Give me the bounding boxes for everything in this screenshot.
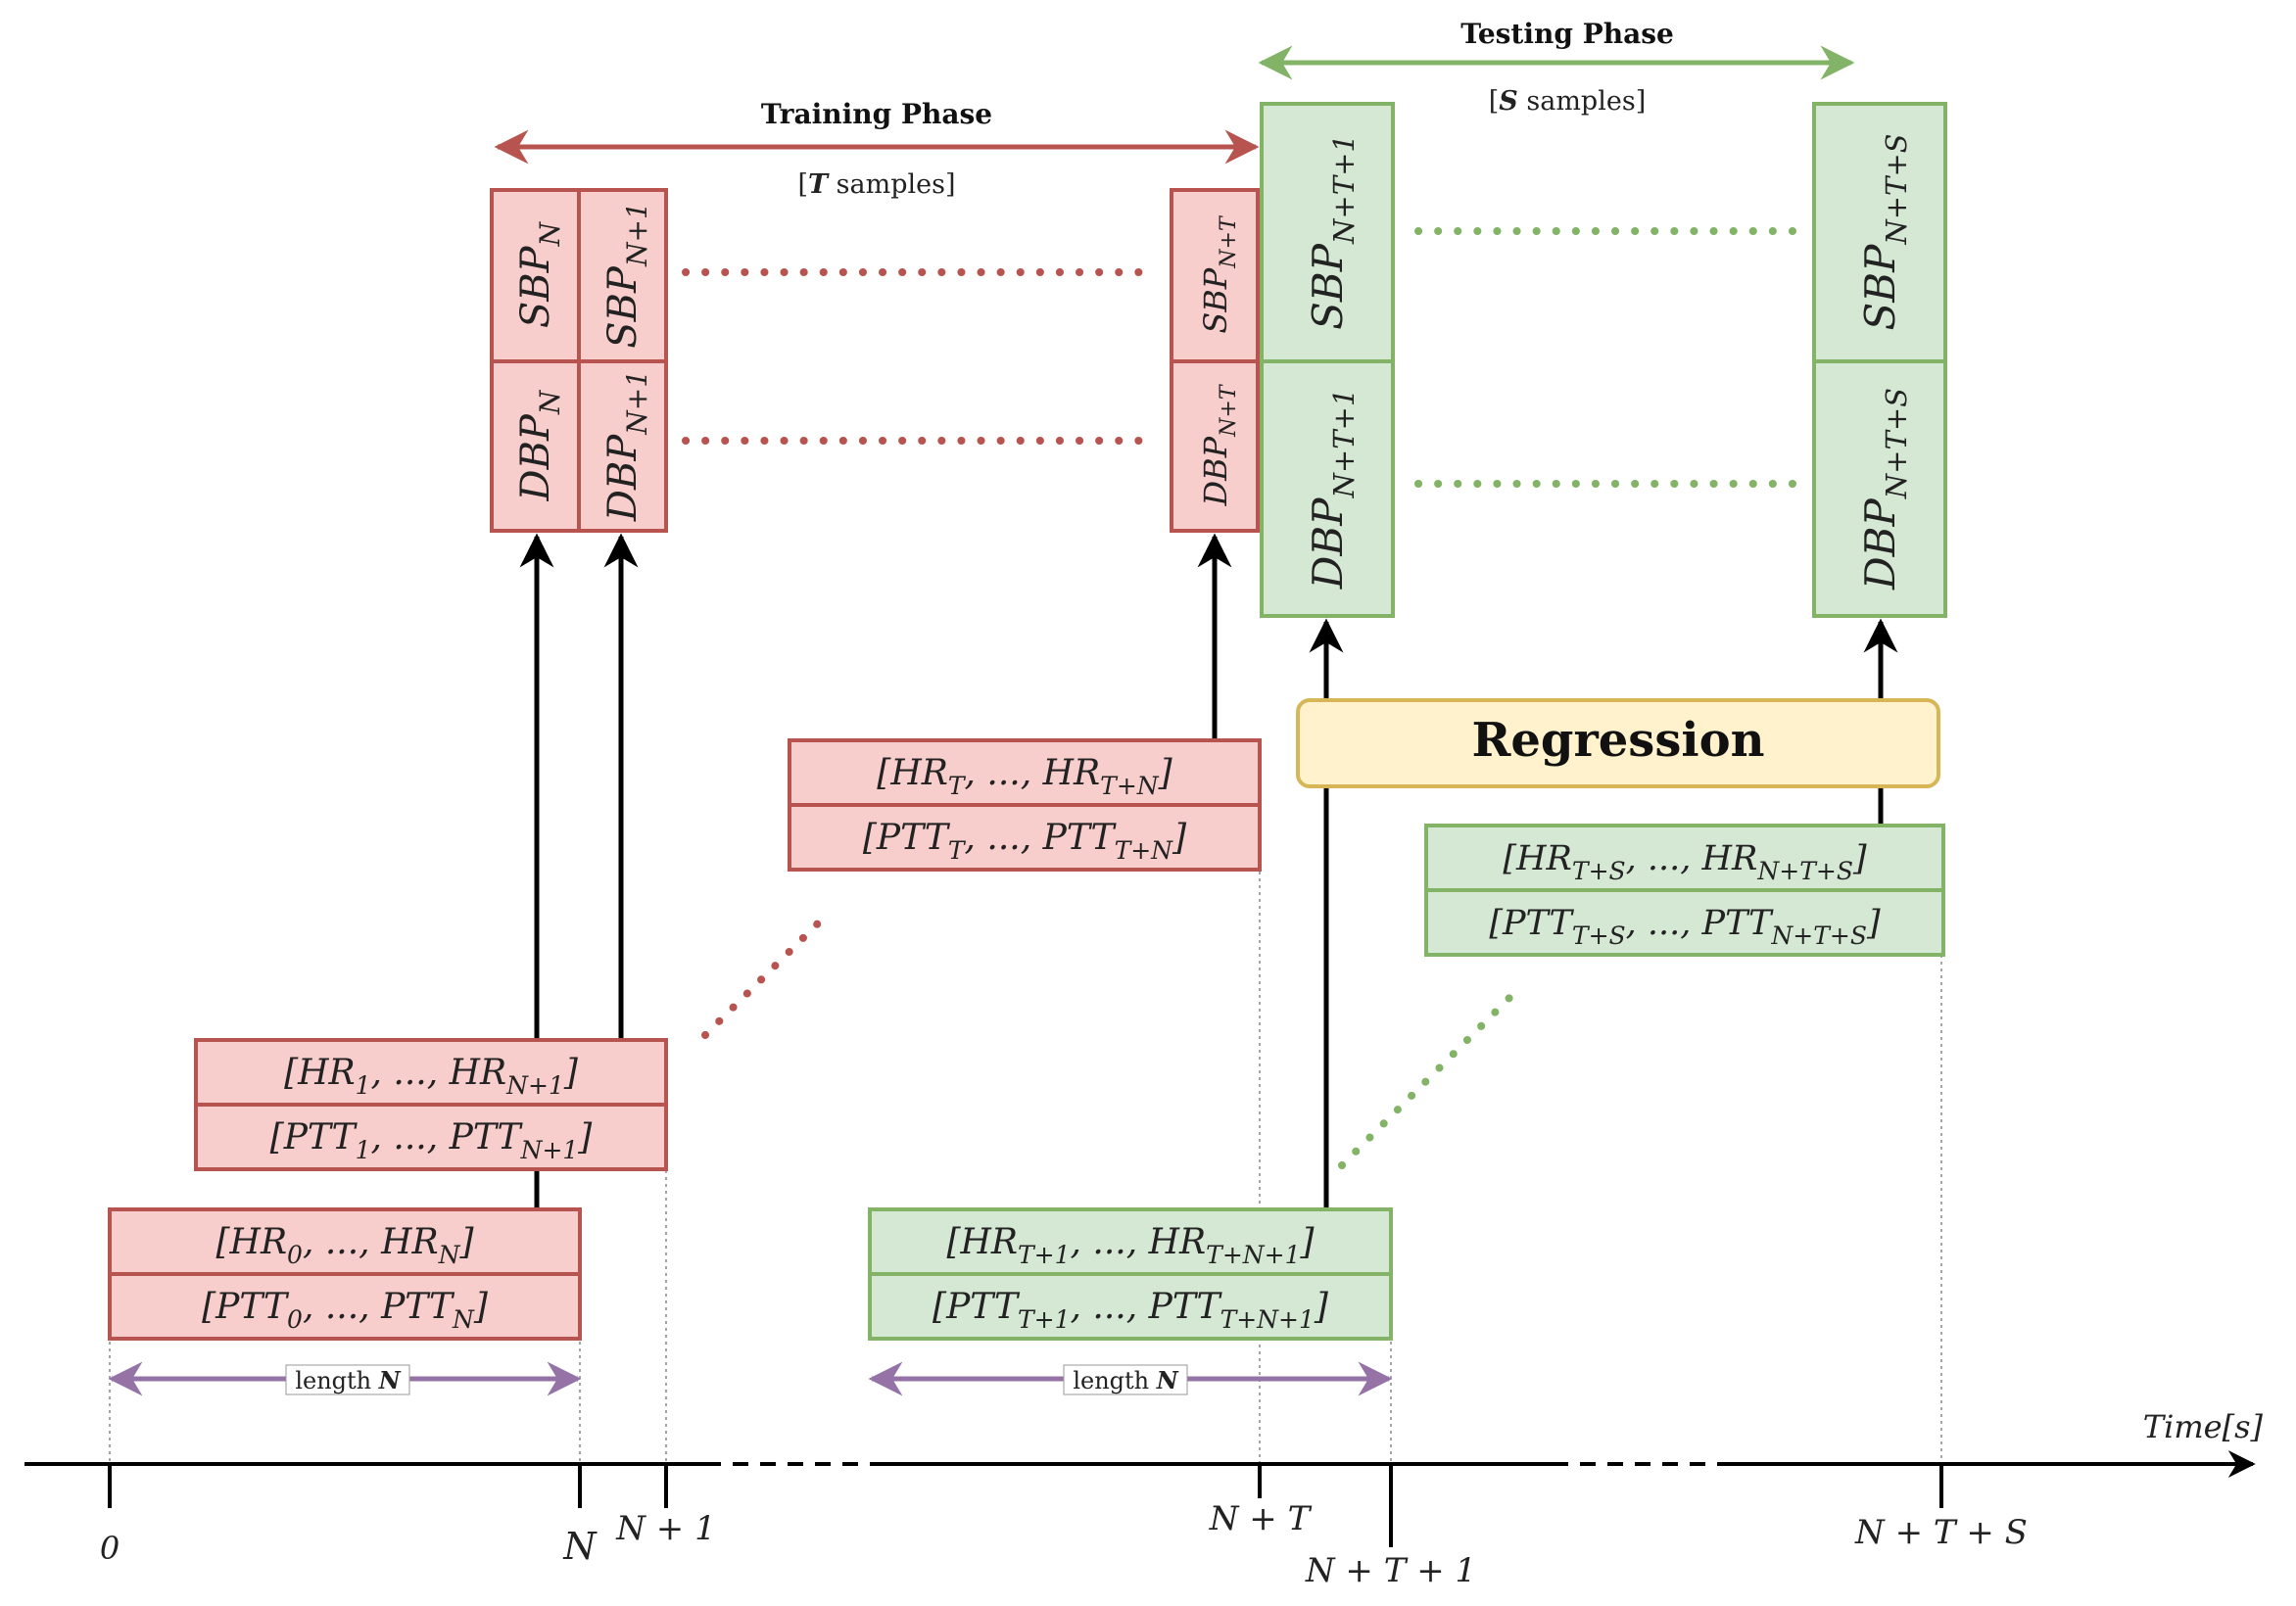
hr-window-ts: [HRT+S​, ..., HRN+T+S​]: [1503, 839, 1867, 885]
input-window-t-plus-1: [HRT+1​, ..., HRT+N+1​] [PTTT+1​, ..., P…: [868, 1207, 1393, 1341]
hr-window-1: [HR1​, ..., HRN+1​]: [284, 1053, 579, 1100]
tick-label-n: N: [562, 1525, 598, 1568]
length-label-left: length N: [295, 1366, 401, 1394]
training-phase-title: Training Phase: [761, 98, 992, 130]
output-box-n-plus-t: SBPN+T​ DBPN+T​: [1170, 188, 1260, 533]
dbp-nts-label: DBPN+T+S​: [1856, 388, 1913, 590]
ptt-window-ts: [PTTT+S​, ..., PTTN+T+S​]: [1489, 904, 1881, 950]
dbp-n-label: DBPN​: [513, 389, 566, 501]
input-window-1: [HR1​, ..., HRN+1​] [PTT1​, ..., PTTN+1​…: [194, 1038, 668, 1171]
input-window-0: [HR0​, ..., HRN​] [PTT0​, ..., PTTN​]: [108, 1207, 582, 1341]
hr-window-t1: [HRT+1​, ..., HRT+N+1​]: [946, 1222, 1315, 1269]
output-box-n: SBPN​ DBPN​: [490, 188, 581, 533]
dbp-nt1-label: DBPN+T+1​: [1304, 389, 1361, 590]
dbp-n1-label: DBPN+1​: [600, 370, 653, 522]
regression-label: Regression: [1471, 713, 1764, 768]
output-box-n-plus-1: SBPN+1​ DBPN+1​: [577, 188, 668, 533]
testing-phase-header: Testing Phase [S samples]: [1258, 18, 1855, 117]
tick-label-n-plus-t-plus-s: N + T + S: [1854, 1513, 2028, 1552]
length-arrow-left: length N: [108, 1361, 582, 1396]
tick-label-n-plus-1: N + 1: [615, 1509, 716, 1548]
ptt-window-t: [PTTT​, ..., PTTT+N​]: [863, 818, 1187, 865]
dotted-connectors: [682, 227, 1811, 1169]
training-phase-samples: [T samples]: [797, 169, 955, 200]
testing-phase-title: Testing Phase: [1460, 18, 1674, 50]
output-box-n-plus-t-plus-s: SBPN+T+S​ DBPN+T+S​: [1812, 102, 1947, 618]
output-box-n-plus-t-plus-1: SBPN+T+1​ DBPN+T+1​: [1260, 102, 1395, 618]
ptt-window-0: [PTT0​, ..., PTTN​]: [202, 1287, 489, 1334]
ptt-window-1: [PTT1​, ..., PTTN+1​]: [270, 1117, 594, 1164]
input-window-t-plus-s: [HRT+S​, ..., HRN+T+S​] [PTTT+S​, ..., P…: [1424, 824, 1945, 957]
regression-box: Regression: [1296, 698, 1940, 788]
time-axis: 0 N N + 1 N + T N + T + 1 N + T + S Time…: [24, 1408, 2264, 1590]
tick-label-n-plus-t-plus-1: N + T + 1: [1305, 1551, 1476, 1590]
length-arrow-right: length N: [868, 1361, 1393, 1396]
input-window-t: [HRT​, ..., HRT+N​] [PTTT​, ..., PTTT+N​…: [788, 738, 1262, 872]
training-phase-header: Training Phase [T samples]: [494, 98, 1260, 200]
sbp-nt-label: SBPN+T​: [1197, 214, 1241, 334]
sbp-nts-label: SBPN+T+S​: [1856, 133, 1913, 330]
hr-window-t: [HRT​, ..., HRT+N​]: [877, 753, 1172, 800]
sbp-nt1-label: SBPN+T+1​: [1304, 134, 1361, 330]
tick-label-n-plus-t: N + T: [1209, 1499, 1313, 1538]
sbp-n-label: SBPN​: [513, 220, 566, 328]
testing-phase-samples: [S samples]: [1489, 86, 1646, 117]
tick-label-0: 0: [100, 1530, 120, 1567]
sbp-n1-label: SBPN+1​: [600, 202, 653, 349]
length-label-right: length N: [1073, 1366, 1178, 1394]
dbp-nt-label: DBPN+T​: [1197, 383, 1241, 506]
ptt-window-t1: [PTTT+1​, ..., PTTT+N+1​]: [933, 1287, 1329, 1334]
hr-window-0: [HR0​, ..., HRN​]: [216, 1222, 475, 1269]
time-axis-label: Time[s]: [2143, 1408, 2264, 1445]
